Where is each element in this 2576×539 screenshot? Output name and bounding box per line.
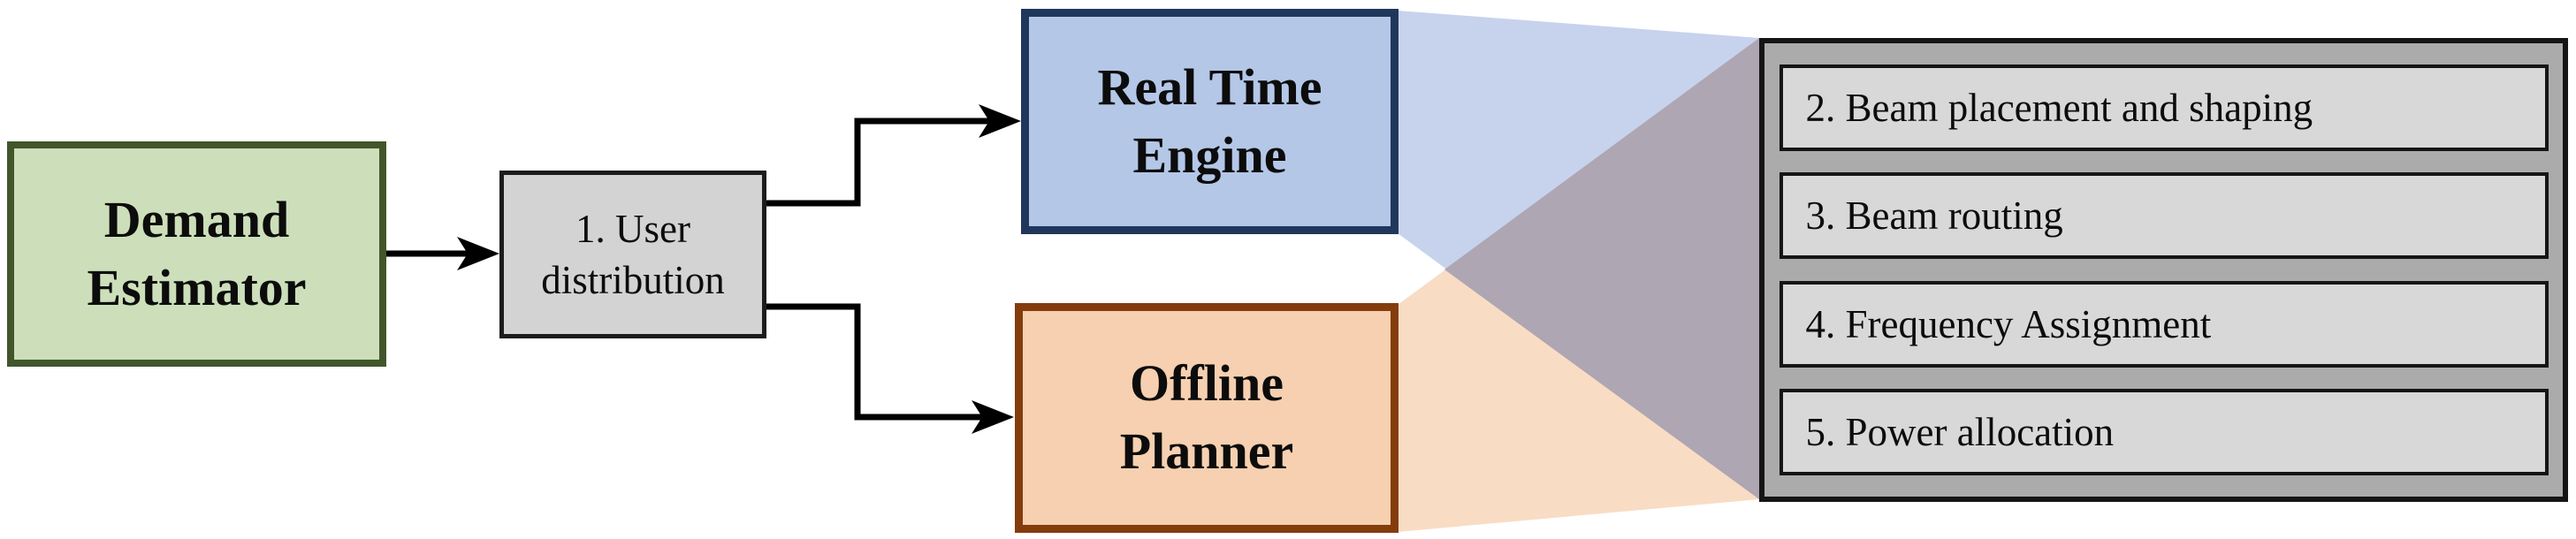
arrow-userdist-to-rte [766,118,991,207]
tasks-panel: 2. Beam placement and shaping 3. Beam ro… [1759,38,2568,502]
arrowhead-userdist-to-offline [972,400,1014,434]
real-time-engine-box: Real Time Engine [1021,9,1399,234]
arrowhead-userdist-to-rte [979,104,1021,138]
arrow-userdist-to-offline [766,303,984,421]
task-item-power-allocation: 5. Power allocation [1779,388,2549,475]
task-item-beam-placement: 2. Beam placement and shaping [1779,65,2549,152]
arrowhead-demand-to-userdist [457,237,499,270]
demand-estimator-box: Demand Estimator [7,141,386,367]
task-item-frequency-assignment: 4. Frequency Assignment [1779,280,2549,368]
user-distribution-box: 1. User distribution [499,171,766,338]
beam-overlap-region [1444,38,1759,499]
task-item-beam-routing: 3. Beam routing [1779,172,2549,260]
offline-planner-box: Offline Planner [1015,303,1399,533]
